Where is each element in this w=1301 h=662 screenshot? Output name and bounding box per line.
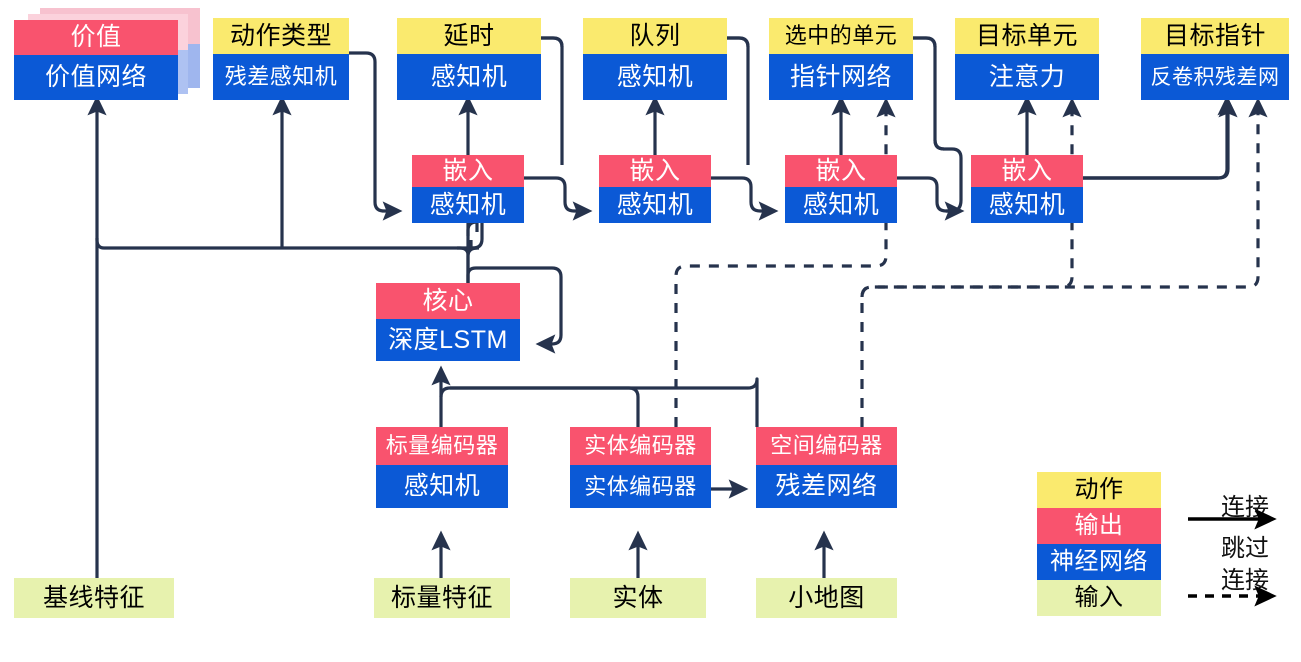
- node-delay[interactable]: 延时 感知机: [397, 18, 541, 100]
- node-embed-2-bottom-label: 感知机: [599, 187, 711, 223]
- legend-swatch-input: 输入: [1037, 580, 1161, 616]
- node-target-unit-top-label: 目标单元: [955, 18, 1099, 54]
- node-scalar-encoder[interactable]: 标量编码器 感知机: [376, 427, 508, 508]
- node-input-minimap-label: 小地图: [756, 578, 897, 618]
- node-input-entities-label: 实体: [570, 578, 706, 618]
- node-entity-encoder[interactable]: 实体编码器 实体编码器: [570, 427, 711, 508]
- node-selected-units-top-label: 选中的单元: [769, 18, 913, 54]
- node-entity-encoder-bottom-label: 实体编码器: [570, 465, 711, 508]
- legend-connection-label: 连接: [1221, 494, 1269, 521]
- node-embed-3[interactable]: 嵌入 感知机: [785, 155, 897, 223]
- node-target-unit[interactable]: 目标单元 注意力: [955, 18, 1099, 100]
- node-queue-top-label: 队列: [583, 18, 727, 54]
- node-input-minimap[interactable]: 小地图: [756, 578, 897, 618]
- node-core-bottom-label: 深度LSTM: [376, 319, 520, 361]
- node-selected-units[interactable]: 选中的单元 指针网络: [769, 18, 913, 100]
- legend-swatch-output: 输出: [1037, 508, 1161, 544]
- node-queue-bottom-label: 感知机: [583, 54, 727, 100]
- node-embed-2-top-label: 嵌入: [599, 155, 711, 187]
- node-spatial-encoder-bottom-label: 残差网络: [756, 465, 897, 508]
- legend-swatch-neural-network: 神经网络: [1037, 544, 1161, 580]
- node-action-type-top-label: 动作类型: [213, 18, 349, 54]
- node-input-baseline-features[interactable]: 基线特征: [14, 578, 174, 618]
- node-input-scalar-features[interactable]: 标量特征: [374, 578, 510, 618]
- node-queue[interactable]: 队列 感知机: [583, 18, 727, 100]
- node-embed-1-bottom-label: 感知机: [412, 187, 524, 223]
- node-target-unit-bottom-label: 注意力: [955, 54, 1099, 100]
- node-action-type[interactable]: 动作类型 残差感知机: [213, 18, 349, 100]
- node-selected-units-bottom-label: 指针网络: [769, 54, 913, 100]
- node-input-scalar-features-label: 标量特征: [374, 578, 510, 618]
- node-delay-bottom-label: 感知机: [397, 54, 541, 100]
- node-embed-3-top-label: 嵌入: [785, 155, 897, 187]
- node-value[interactable]: 价值 价值网络: [14, 20, 178, 100]
- node-delay-top-label: 延时: [397, 18, 541, 54]
- node-embed-1-top-label: 嵌入: [412, 155, 524, 187]
- node-embed-4-top-label: 嵌入: [971, 155, 1083, 187]
- node-target-pointer[interactable]: 目标指针 反卷积残差网: [1141, 18, 1289, 100]
- node-core[interactable]: 核心 深度LSTM: [376, 283, 520, 361]
- node-embed-4-bottom-label: 感知机: [971, 187, 1083, 223]
- node-embed-4[interactable]: 嵌入 感知机: [971, 155, 1083, 223]
- node-input-entities[interactable]: 实体: [570, 578, 706, 618]
- node-value-bottom-label: 价值网络: [14, 55, 178, 100]
- legend-swatches: 动作 输出 神经网络 输入: [1037, 472, 1161, 616]
- node-target-pointer-top-label: 目标指针: [1141, 18, 1289, 54]
- node-target-pointer-bottom-label: 反卷积残差网: [1141, 54, 1289, 100]
- node-scalar-encoder-bottom-label: 感知机: [376, 465, 508, 508]
- node-core-top-label: 核心: [376, 283, 520, 319]
- legend-swatch-action: 动作: [1037, 472, 1161, 508]
- node-embed-3-bottom-label: 感知机: [785, 187, 897, 223]
- node-spatial-encoder-top-label: 空间编码器: [756, 427, 897, 465]
- node-embed-1[interactable]: 嵌入 感知机: [412, 155, 524, 223]
- node-input-baseline-features-label: 基线特征: [14, 578, 174, 618]
- node-value-top-label: 价值: [14, 20, 178, 55]
- node-embed-2[interactable]: 嵌入 感知机: [599, 155, 711, 223]
- node-action-type-bottom-label: 残差感知机: [213, 54, 349, 100]
- legend-skip-label-line2: 连接: [1221, 567, 1269, 594]
- node-entity-encoder-top-label: 实体编码器: [570, 427, 711, 465]
- node-scalar-encoder-top-label: 标量编码器: [376, 427, 508, 465]
- legend-skip-label-line1: 跳过: [1221, 535, 1269, 562]
- node-spatial-encoder[interactable]: 空间编码器 残差网络: [756, 427, 897, 508]
